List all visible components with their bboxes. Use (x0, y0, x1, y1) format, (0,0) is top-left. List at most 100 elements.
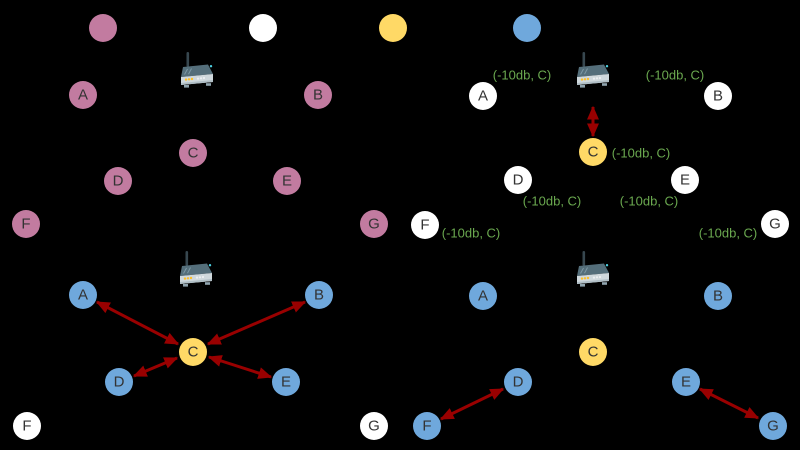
node-label: G (368, 216, 380, 233)
node-label: G (767, 418, 779, 435)
legend-dot-yellow (379, 14, 407, 42)
node-F-bottom-left: F (13, 412, 41, 440)
node-circle (411, 211, 439, 239)
node-G-bottom-right: G (759, 412, 787, 440)
node-B-bottom-left: B (305, 281, 333, 309)
node-circle (761, 210, 789, 238)
node-circle (273, 167, 301, 195)
node-circle (671, 166, 699, 194)
node-circle (179, 139, 207, 167)
node-D-bottom-right: D (504, 368, 532, 396)
link-arrow (95, 300, 180, 346)
node-B-bottom-right: B (704, 282, 732, 310)
node-label: G (769, 216, 781, 233)
legend (89, 14, 541, 42)
legend-dot-blue (513, 14, 541, 42)
node-F-top-right: F (411, 211, 439, 239)
node-F-bottom-right: F (413, 412, 441, 440)
node-D-top-left: D (104, 167, 132, 195)
node-label: F (422, 418, 431, 435)
node-label: C (588, 144, 599, 161)
signal-annotation: (-10db, C) (699, 226, 758, 241)
node-circle (504, 166, 532, 194)
legend-dot-white (249, 14, 277, 42)
node-circle (179, 338, 207, 366)
node-label: G (368, 418, 380, 435)
node-label: B (313, 87, 323, 104)
node-label: E (681, 374, 691, 391)
link-arrow (132, 356, 179, 378)
node-circle (469, 82, 497, 110)
node-circle (272, 368, 300, 396)
node-circle (105, 368, 133, 396)
node-circle (579, 338, 607, 366)
node-B-top-right: B (704, 82, 732, 110)
node-G-top-left: G (360, 210, 388, 238)
node-circle (672, 368, 700, 396)
node-circle (13, 412, 41, 440)
signal-annotation: (-10db, C) (442, 226, 501, 241)
panel-top-left: A B C D E F G (12, 51, 388, 238)
link-arrow (439, 387, 505, 421)
node-label: F (420, 217, 429, 234)
panel-bottom-right: A B C D E F G (413, 250, 787, 440)
node-label: D (513, 374, 524, 391)
node-A-bottom-left: A (69, 281, 97, 309)
node-D-top-right: D (504, 166, 532, 194)
node-C-bottom-right: C (579, 338, 607, 366)
node-E-top-right: E (671, 166, 699, 194)
node-label: A (478, 288, 488, 305)
node-G-top-right: G (761, 210, 789, 238)
node-B-top-left: B (304, 81, 332, 109)
signal-annotation: (-10db, C) (646, 68, 705, 83)
node-label: D (513, 172, 524, 189)
node-label: A (478, 88, 488, 105)
node-circle (469, 282, 497, 310)
signal-annotation: (-10db, C) (612, 146, 671, 161)
signal-annotation: (-10db, C) (493, 68, 552, 83)
node-circle (579, 138, 607, 166)
node-label: D (113, 173, 124, 190)
legend-dot-pink (89, 14, 117, 42)
node-C-bottom-left: C (179, 338, 207, 366)
node-D-bottom-left: D (105, 368, 133, 396)
node-A-top-right: A (469, 82, 497, 110)
node-circle (360, 412, 388, 440)
node-E-top-left: E (273, 167, 301, 195)
link-arrow (206, 300, 307, 346)
node-circle (360, 210, 388, 238)
node-label: F (22, 418, 31, 435)
node-circle (704, 282, 732, 310)
panel-top-right: A B C D E F G (-10db, C) (-10db, C) (-10db, C) (-1… (411, 51, 789, 241)
node-label: D (114, 374, 125, 391)
node-A-top-left: A (69, 81, 97, 109)
signal-annotation: (-10db, C) (523, 194, 582, 209)
node-C-top-left: C (179, 139, 207, 167)
panel-bottom-left: A B C D E F G (13, 250, 388, 440)
node-label: C (188, 344, 199, 361)
node-label: E (680, 172, 690, 189)
node-circle (69, 281, 97, 309)
node-circle (704, 82, 732, 110)
node-label: F (21, 216, 30, 233)
node-circle (304, 81, 332, 109)
node-label: C (588, 344, 599, 361)
node-circle (759, 412, 787, 440)
node-label: E (281, 374, 291, 391)
node-C-top-right: C (579, 138, 607, 166)
node-circle (12, 210, 40, 238)
node-label: B (713, 288, 723, 305)
node-label: B (314, 287, 324, 304)
node-circle (69, 81, 97, 109)
node-label: B (713, 88, 723, 105)
node-E-bottom-left: E (272, 368, 300, 396)
link-arrow (698, 387, 760, 420)
signal-annotation: (-10db, C) (620, 194, 679, 209)
node-circle (504, 368, 532, 396)
node-circle (305, 281, 333, 309)
node-circle (413, 412, 441, 440)
node-circle (104, 167, 132, 195)
node-A-bottom-right: A (469, 282, 497, 310)
